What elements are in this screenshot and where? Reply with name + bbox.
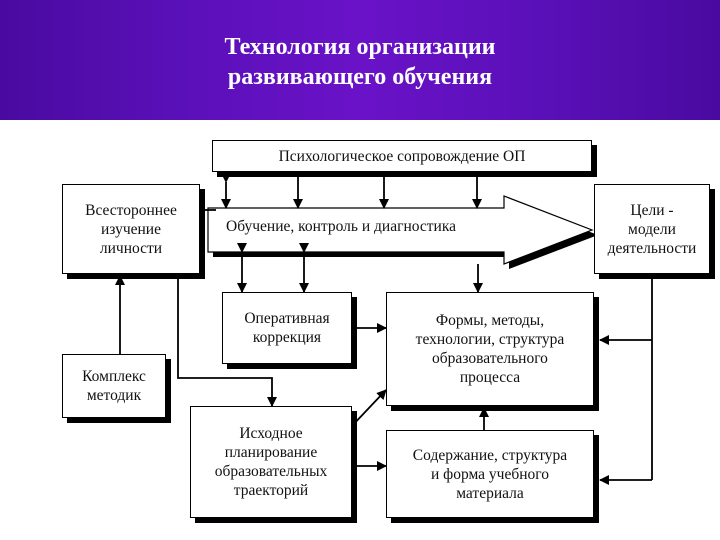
planning-line-4: траекторий — [233, 482, 309, 499]
goals-line-1: Цели - — [630, 201, 674, 219]
title-line-2: развивающего обучения — [227, 64, 493, 90]
methods-line-1: Комплекс — [82, 368, 146, 385]
planning-line-1: Исходное — [239, 425, 303, 442]
correction-line-1: Оперативная — [244, 310, 330, 327]
slide-title: Технология организации развивающего обуч… — [0, 32, 720, 92]
forms-line-4: процесса — [459, 369, 521, 386]
methods-complex-box: Комплекс методик — [62, 354, 166, 418]
study-line-1: Всестороннее — [85, 201, 177, 219]
forms-line-1: Формы, методы, — [435, 312, 545, 329]
study-to-planning-arrow — [177, 274, 277, 407]
forms-line-3: образовательного — [432, 350, 548, 367]
planning-to-forms-arrow — [349, 389, 387, 429]
initial-planning-box: Исходное планирование образовательных тр… — [190, 406, 352, 518]
title-line-1: Технология организации — [224, 34, 496, 60]
goals-models-box: Цели - модели деятельности — [594, 184, 710, 274]
study-line-3: личности — [99, 239, 163, 257]
forms-methods-box: Формы, методы, технологии, структура обр… — [386, 292, 594, 406]
content-line-1: Содержание, структура — [412, 446, 568, 464]
planning-line-3: образовательных — [214, 463, 328, 480]
psych-support-box: Психологическое сопровождение ОП — [212, 140, 592, 172]
psych-support-label: Психологическое сопровождение ОП — [278, 147, 526, 165]
goals-line-3: деятельности — [607, 239, 697, 257]
title-banner — [0, 0, 720, 120]
forms-line-2: технологии, структура — [415, 331, 565, 348]
correction-line-2: коррекция — [252, 329, 322, 346]
content-line-3: материала — [456, 484, 524, 502]
main-flow-label: Обучение, контроль и диагностика — [226, 218, 457, 235]
content-line-2: и форма учебного — [430, 465, 549, 483]
operative-correction-box: Оперативная коррекция — [222, 292, 352, 364]
content-structure-box: Содержание, структура и форма учебного м… — [386, 430, 594, 518]
planning-line-2: планирование — [224, 444, 318, 461]
methods-line-2: методик — [86, 387, 142, 404]
goals-line-2: модели — [628, 220, 676, 238]
goals-feedback-lines — [599, 276, 653, 485]
comprehensive-study-box: Всестороннее изучение личности — [62, 184, 200, 274]
study-line-2: изучение — [100, 220, 161, 238]
support-link-arrows — [221, 163, 482, 209]
correction-link-arrows — [237, 243, 309, 293]
